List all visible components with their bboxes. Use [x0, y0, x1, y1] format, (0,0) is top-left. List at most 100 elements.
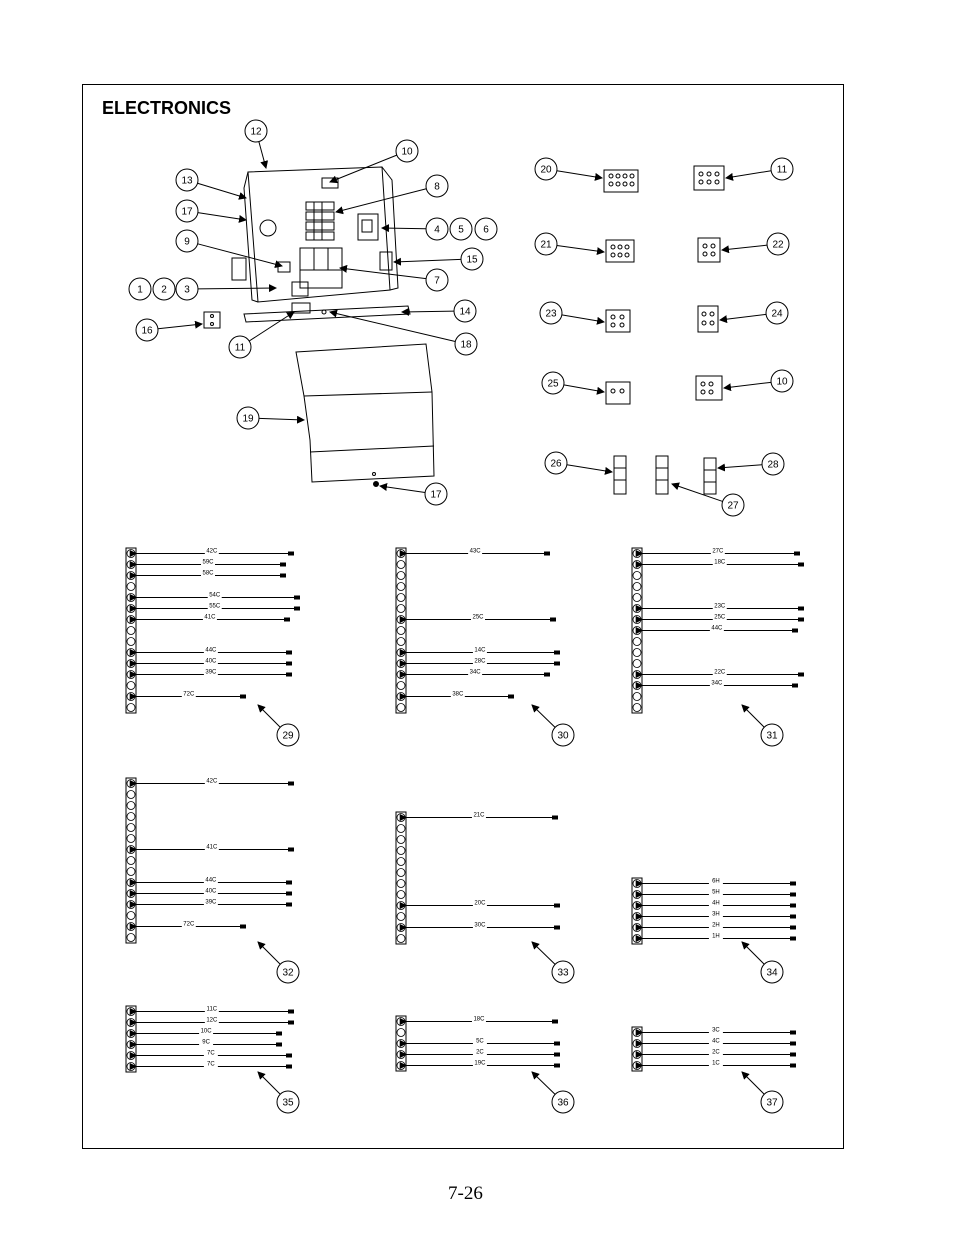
callout-c6: 6: [474, 217, 498, 241]
callout-circle: [449, 217, 473, 241]
connector-10: [695, 375, 723, 401]
wire-label-bg: [203, 659, 218, 666]
callout-circle: [460, 247, 484, 271]
callout-number: 12: [250, 127, 262, 138]
wire-terminal: [554, 1052, 560, 1057]
wire-label: 3C: [712, 1028, 720, 1034]
leader-line: [531, 941, 556, 965]
leader-line: [379, 483, 426, 493]
wire: 2H: [635, 923, 796, 932]
terminal-pin: [396, 1061, 406, 1070]
wire: 40C: [129, 889, 292, 898]
callout-circle: [766, 232, 790, 256]
wire-label: 2C: [476, 1050, 484, 1056]
wire-label-bg: [201, 560, 215, 567]
callout-number: 4: [434, 225, 440, 236]
wire-label: 10C: [201, 1029, 213, 1035]
wire-terminal: [790, 1063, 796, 1068]
callout-circle: [395, 139, 419, 163]
wire-label: 39C: [205, 900, 217, 906]
leader-line: [561, 314, 605, 325]
wire-label-bg: [708, 934, 723, 941]
wire-label-bg: [712, 670, 727, 677]
wire: 72C: [129, 922, 246, 931]
wire-terminal: [790, 903, 796, 908]
wire: 23C: [635, 604, 804, 613]
terminal-pin: [632, 703, 642, 712]
wire-label-bg: [204, 549, 219, 556]
wire-terminal: [280, 562, 286, 567]
callout-c7: 7: [339, 264, 449, 292]
page-number: 7-26: [448, 1183, 483, 1204]
wire-label: 22C: [714, 670, 726, 676]
wire-label: 58C: [202, 571, 214, 577]
leader-line: [741, 941, 765, 965]
wire-label-bg: [472, 1050, 487, 1057]
callout-c27: 27: [671, 482, 745, 517]
callout-number: 11: [777, 165, 788, 176]
page-frame: [82, 84, 844, 1149]
callout-c4: 4: [381, 217, 449, 241]
callout-circle: [761, 452, 785, 476]
wire-terminal: [790, 925, 796, 930]
wire: 7C: [129, 1062, 292, 1071]
callout-c8: 8: [335, 174, 449, 215]
wire: 42C: [129, 549, 294, 558]
terminal-pin: [396, 670, 406, 679]
terminal-pin: [126, 626, 136, 635]
wire: 4C: [635, 1039, 796, 1048]
terminal-pin: [396, 813, 406, 822]
terminal-pin: [126, 900, 136, 909]
switch-component: [357, 213, 379, 241]
wire-label: 25C: [714, 615, 726, 621]
wire-label-bg: [708, 1050, 723, 1057]
terminal-pin: [632, 681, 642, 690]
wire-label: 44C: [205, 648, 217, 654]
terminal-pin: [396, 923, 406, 932]
callout-circle: [453, 299, 477, 323]
callout-number: 8: [434, 182, 440, 193]
wire-terminal: [286, 902, 292, 907]
callout-c26: 26: [544, 451, 613, 475]
terminal-pin: [632, 659, 642, 668]
terminal-pin: [632, 1039, 642, 1048]
wire: 14C: [399, 648, 560, 657]
wire-label-bg: [207, 593, 222, 600]
terminal-pin: [396, 1028, 406, 1037]
wire-terminal: [288, 781, 294, 786]
terminal-pin: [396, 1039, 406, 1048]
wire-terminal: [276, 1042, 282, 1047]
callout-c28: 28: [717, 452, 785, 476]
callout-circle: [236, 406, 260, 430]
callout-number: 21: [540, 240, 552, 251]
callout-number: 20: [540, 165, 552, 176]
wire-label-bg: [181, 692, 196, 699]
wire: 5H: [635, 890, 796, 899]
wire-label-bg: [712, 604, 727, 611]
callout-circle: [228, 335, 252, 359]
terminal-pin: [396, 868, 406, 877]
wire-label-bg: [203, 1051, 218, 1058]
wire-label: 27C: [712, 549, 724, 555]
leader-line: [381, 224, 427, 233]
leader-line: [717, 463, 763, 472]
wire-label: 3H: [712, 912, 720, 918]
wire: 18C: [399, 1017, 558, 1026]
callout-circle: [454, 332, 478, 356]
wire-label-bg: [450, 692, 465, 699]
leader-line: [531, 704, 556, 728]
terminal-pin: [126, 615, 136, 624]
leader-line: [258, 141, 269, 169]
callout-number: 28: [767, 460, 779, 471]
wire-label-bg: [203, 648, 218, 655]
callout-number: 25: [547, 379, 559, 390]
wire-terminal: [798, 617, 804, 622]
terminal-pin: [126, 571, 136, 580]
wire: 72C: [129, 692, 246, 701]
callout-c20: 20: [534, 157, 603, 181]
terminal-strip: [395, 811, 407, 945]
leader-line: [329, 154, 397, 184]
callout-circle: [534, 157, 558, 181]
callout-circle: [770, 157, 794, 181]
relay-bank: [299, 247, 343, 289]
